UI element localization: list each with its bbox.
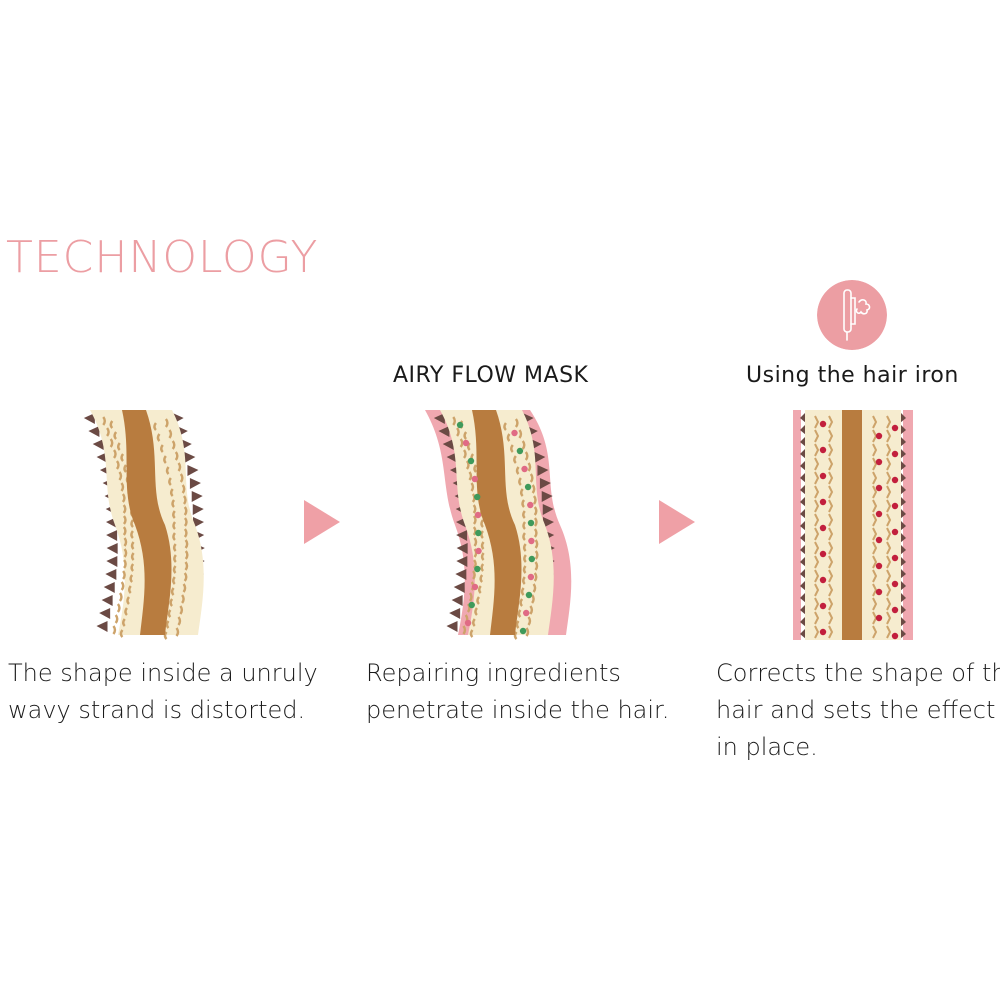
cuticle-scale xyxy=(456,556,468,567)
straight-strand-illustration xyxy=(793,410,913,640)
cuticle-scale xyxy=(192,517,204,528)
cuticle-scale xyxy=(451,595,463,606)
cuticle-scale xyxy=(99,608,111,619)
cuticle-scale xyxy=(542,504,554,515)
cuticle-scale xyxy=(189,478,201,489)
cuticle-scale xyxy=(438,426,450,437)
cuticle-scale xyxy=(106,543,118,554)
arrow-right-icon xyxy=(659,500,695,544)
page-title: TECHNOLOGY xyxy=(6,232,319,283)
cuticle-scale xyxy=(456,530,468,541)
cuticle-scale xyxy=(96,621,108,632)
cuticle-scale xyxy=(192,504,204,515)
cuticle-scale xyxy=(101,595,113,606)
caption-step-1: The shape inside a unruly wavy strand is… xyxy=(8,659,318,724)
caption-step-3: Corrects the shape of the hair and sets … xyxy=(716,659,1000,761)
cuticle-scale xyxy=(105,569,117,580)
cuticle-scale xyxy=(184,452,196,463)
cuticle-scale xyxy=(534,452,546,463)
cuticle-scale xyxy=(83,413,95,424)
cuticle-scale xyxy=(453,582,465,593)
cuticle-scale xyxy=(191,491,203,502)
cuticle-scale xyxy=(446,621,458,632)
cuticle-scale xyxy=(537,465,549,476)
cuticle-scale xyxy=(187,465,199,476)
cuticle-scale xyxy=(92,439,104,450)
caption-step-2: Repairing ingredients penetrate inside t… xyxy=(366,659,670,724)
cuticle-scale xyxy=(442,439,454,450)
cuticle-scale xyxy=(449,608,461,619)
cuticle-scale xyxy=(88,426,100,437)
cuticle-scale xyxy=(433,413,445,424)
step-label-mask: AIRY FLOW MASK xyxy=(393,363,589,388)
arrow-right-icon xyxy=(304,500,340,544)
cuticle-scale xyxy=(106,530,118,541)
wavy-strand-illustration xyxy=(83,410,205,640)
hair-iron-steam-icon xyxy=(817,280,887,350)
cuticle-scale xyxy=(456,543,468,554)
mask-strand-illustration xyxy=(425,410,572,640)
cuticle-scale xyxy=(103,582,115,593)
cuticle-scale xyxy=(539,478,551,489)
cuticle-scale xyxy=(455,569,467,580)
cuticle-scale xyxy=(542,517,554,528)
cuticle-scale xyxy=(541,491,553,502)
step-label-iron: Using the hair iron xyxy=(746,363,959,388)
cuticle-scale xyxy=(106,556,118,567)
